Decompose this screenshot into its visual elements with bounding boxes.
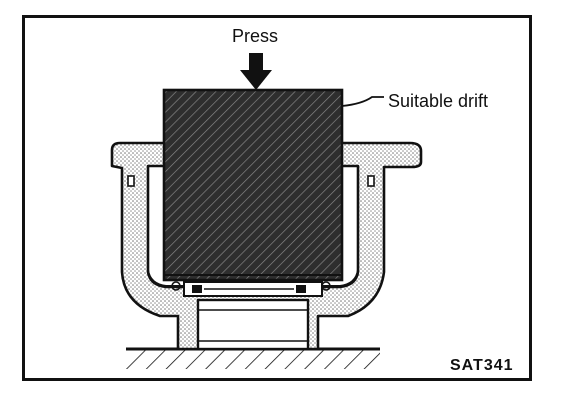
suitable-drift-label: Suitable drift: [388, 91, 489, 111]
suitable-drift: [162, 88, 344, 282]
housing: [110, 141, 423, 351]
seal-ring: [171, 281, 331, 297]
drift-leader-line: [341, 96, 384, 107]
press-arrow-icon: [240, 53, 272, 90]
figure-code: SAT341: [450, 357, 514, 374]
press-label: Press: [232, 26, 279, 46]
ground-surface: [126, 347, 380, 369]
